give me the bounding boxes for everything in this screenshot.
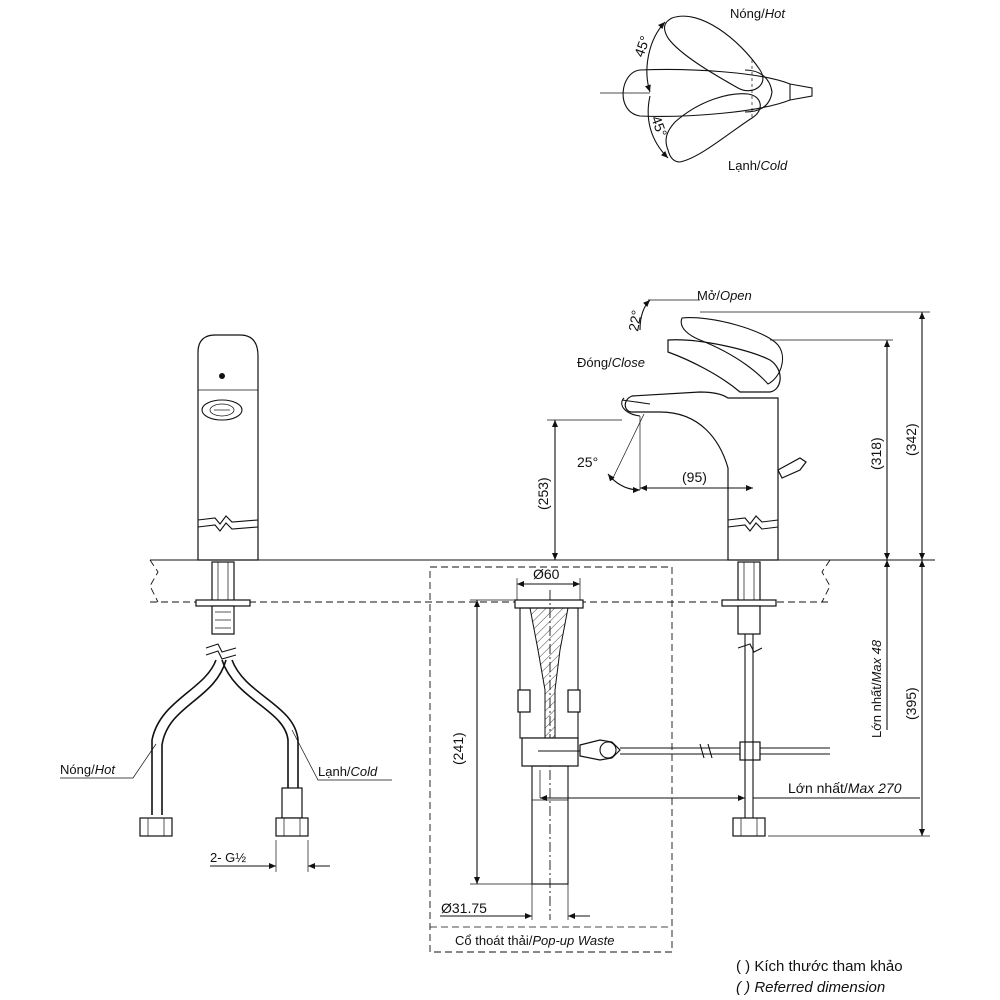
open-label-en: Open xyxy=(720,288,752,303)
dim-395: (395) xyxy=(903,687,919,720)
spout-angle: 25° xyxy=(577,454,598,470)
svg-text:Cổ thoát thải/Pop-up Waste: Cổ thoát thải/Pop-up Waste xyxy=(455,933,614,948)
top-hot-label-en: Hot xyxy=(765,6,787,21)
max48-label: Lớn nhất/ xyxy=(869,682,884,738)
legend-line-vi: ( ) Kích thước tham khảo xyxy=(736,958,903,975)
handle-open-angle: 22° xyxy=(625,309,644,333)
waste-caption: Cổ thoát thải/ xyxy=(455,933,533,948)
max270-label-en: Max 270 xyxy=(848,780,902,796)
svg-text:Lạnh/Cold: Lạnh/Cold xyxy=(318,764,378,779)
dim-spout-reach: (95) xyxy=(682,469,707,485)
svg-text:Nóng/Hot: Nóng/Hot xyxy=(730,6,786,21)
waste-diameter-top: Ø60 xyxy=(533,566,560,582)
front-view-faucet: 2- G½ Nóng/Hot Lạnh/Cold xyxy=(60,334,392,872)
dim-spout-height: (253) xyxy=(535,477,551,510)
svg-text:Mở/Open: Mở/Open xyxy=(697,288,752,303)
close-label-en: Close xyxy=(612,355,645,370)
max270-label: Lớn nhất/ xyxy=(788,780,848,796)
open-label: Mở/ xyxy=(697,288,720,303)
front-hot-label: Nóng/ xyxy=(60,762,95,777)
top-view-handle-rotation: 45° 45° Nóng/Hot Lạnh/Cold xyxy=(600,6,813,173)
dim-318: (318) xyxy=(868,437,884,470)
front-hot-label-en: Hot xyxy=(95,762,117,777)
waste-dim-241: (241) xyxy=(450,732,466,765)
max48-label-en: Max 48 xyxy=(869,639,884,682)
dimension-legend: ( ) Kích thước tham khảo ( ) Referred di… xyxy=(736,956,986,998)
front-cold-label: Lạnh/ xyxy=(318,764,351,779)
top-hot-label: Nóng/ xyxy=(730,6,765,21)
dim-342: (342) xyxy=(903,423,919,456)
legend-line-en: ( ) Referred dimension xyxy=(736,979,886,996)
svg-text:Lạnh/Cold: Lạnh/Cold xyxy=(728,158,788,173)
countertop-slab xyxy=(149,559,935,603)
waste-caption-en: Pop-up Waste xyxy=(532,933,614,948)
waste-diameter-bottom: Ø31.75 xyxy=(441,900,487,916)
top-angle-lower: 45° xyxy=(648,114,670,139)
svg-text:Lớn nhất/Max 270: Lớn nhất/Max 270 xyxy=(788,780,902,796)
svg-text:Nóng/Hot: Nóng/Hot xyxy=(60,762,116,777)
top-angle-upper: 45° xyxy=(631,34,653,59)
front-cold-label-en: Cold xyxy=(351,764,379,779)
thread-size-label: 2- G½ xyxy=(210,850,246,865)
top-cold-label: Lạnh/ xyxy=(728,158,761,173)
top-cold-label-en: Cold xyxy=(761,158,789,173)
close-label: Đóng/ xyxy=(577,355,612,370)
svg-text:Lớn nhất/Max 48: Lớn nhất/Max 48 xyxy=(869,639,884,738)
side-view-faucet: 22° Mở/Open Đóng/Close 25° (253) (95) (3… xyxy=(535,288,930,837)
svg-text:Đóng/Close: Đóng/Close xyxy=(577,355,645,370)
popup-waste-section: Ø60 (241) Ø31.75 Cổ thoát thải/ xyxy=(429,566,830,953)
